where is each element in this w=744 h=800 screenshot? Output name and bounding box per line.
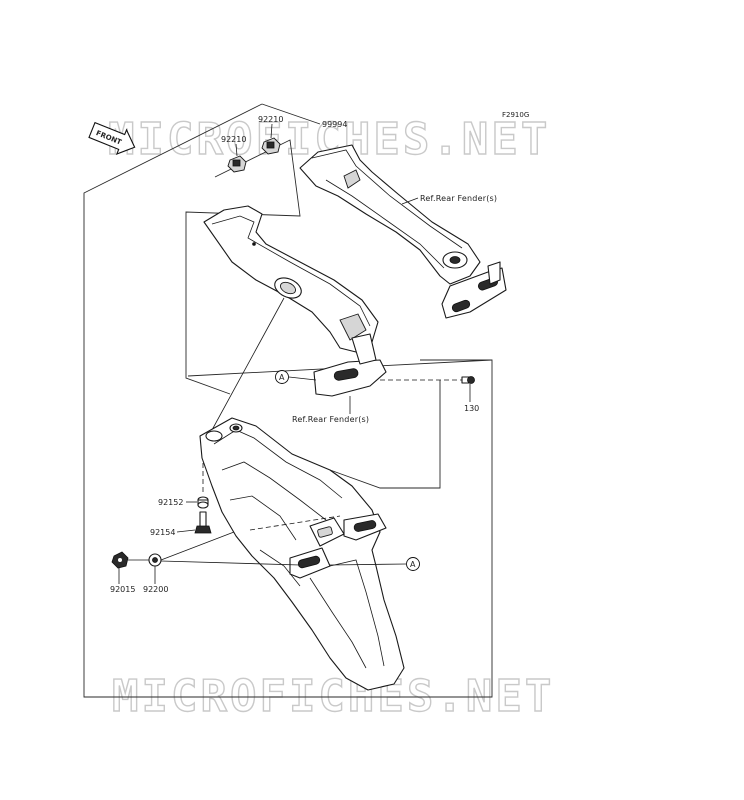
watermark-top: MICROFICHES.NET [108, 114, 550, 165]
assembly-frame [83, 103, 493, 698]
figure-code: F2910G [502, 111, 529, 119]
washer-92200 [148, 553, 162, 567]
nut-92210-left [227, 155, 247, 173]
washer-to-fender-line-b [160, 560, 301, 566]
label-92210-left: 92210 [221, 135, 246, 144]
label-130: 130 [464, 404, 479, 413]
leader-92210-left [235, 143, 238, 157]
leader-92154 [176, 529, 196, 533]
lower-bracket-a [313, 333, 387, 397]
washer-to-fender-line-a [160, 531, 235, 561]
leader-92210-right [270, 123, 273, 139]
ref-label-lower: Ref.Rear Fender(s) [292, 415, 369, 424]
bracket-to-fender-leader [211, 297, 285, 431]
front-arrow-icon: FRONT [88, 121, 136, 156]
watermark-bottom: MICROFICHES.NET [112, 671, 554, 722]
callout-a-upper-leader [288, 376, 317, 381]
callout-a-lower-leader [329, 563, 407, 566]
callout-a-upper [275, 370, 289, 384]
ref-leader-upper [401, 197, 419, 205]
callout-a-lower-letter: A [410, 560, 416, 569]
bolt-frame [329, 380, 441, 489]
bolt-130 [380, 376, 475, 384]
label-92015: 92015 [110, 585, 135, 594]
upper-bracket-right [299, 144, 507, 319]
label-92154: 92154 [150, 528, 175, 537]
label-92210-right: 92210 [258, 115, 283, 124]
nut-92210-right [261, 137, 281, 155]
label-99994: 99994 [322, 120, 347, 129]
callout-a-lower [406, 557, 420, 571]
upper-bracket-left [203, 205, 379, 353]
label-92200: 92200 [143, 585, 168, 594]
callout-a-upper-letter: A [279, 373, 285, 382]
bolt-92154 [194, 511, 212, 534]
label-92152: 92152 [158, 498, 183, 507]
collar-92152 [197, 496, 209, 509]
frame-leader [261, 103, 321, 125]
nut-92015 [111, 551, 129, 569]
rear-fender [199, 417, 405, 691]
ref-label-upper: Ref.Rear Fender(s) [420, 194, 497, 203]
